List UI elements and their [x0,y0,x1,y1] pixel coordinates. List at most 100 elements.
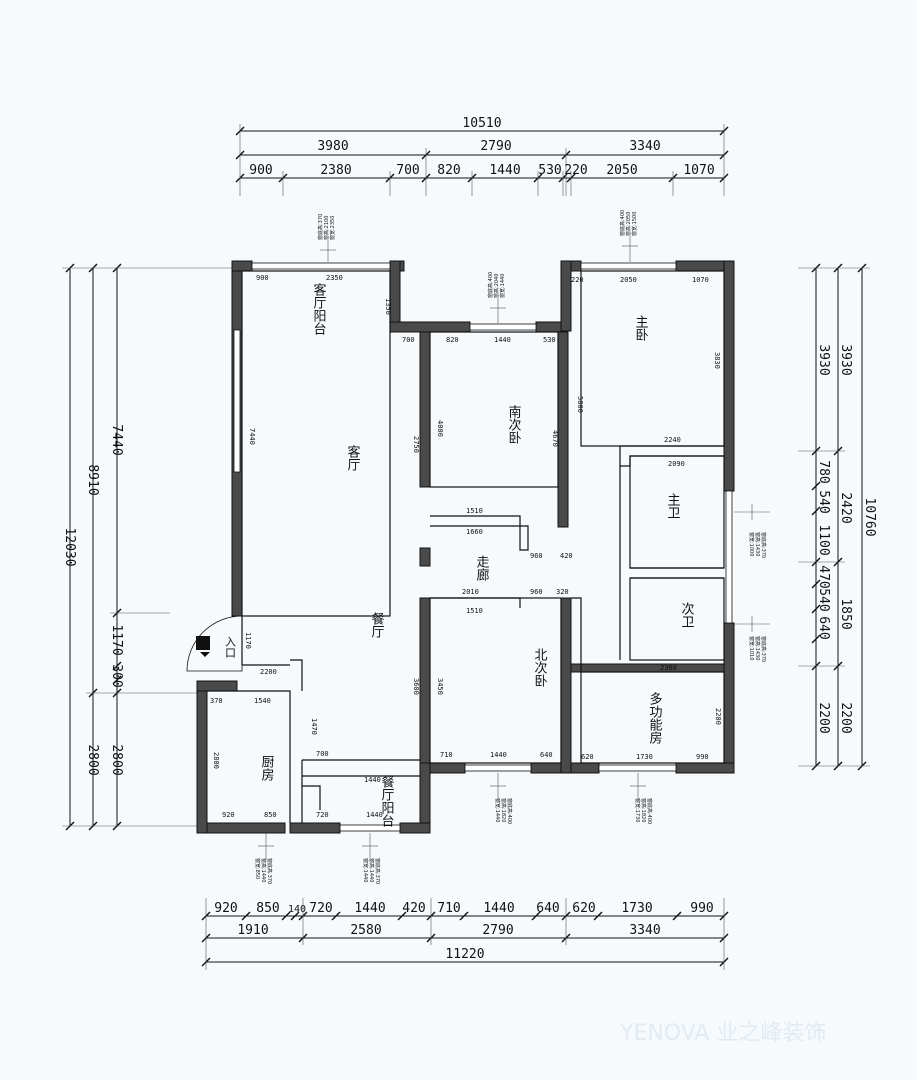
label-second-bath: 次卫 [679,601,695,628]
dim-cor-960b: 960 [530,588,543,596]
dim-nb-1440: 1440 [490,751,507,759]
dim-d-3600: 3600 [412,678,420,695]
svg-text:窗高:1820: 窗高:1820 [640,798,647,822]
dim-cor-1510: 1510 [466,507,483,515]
note-top-left: 窗底高:370 窗高:2100 窗宽:2350 [317,214,336,240]
window-multi-room [598,764,677,772]
dim-sb-4000: 4000 [436,420,444,437]
note-leaders [258,236,770,860]
label-entrance: 入口 [224,636,237,658]
dim-mb-5800: 5800 [576,396,584,413]
label-multi-room: 多功能房 [647,691,663,744]
svg-text:窗底高:370: 窗底高:370 [317,214,324,240]
note-right-upper: 窗底高:370 窗高:1430 窗宽:1000 [748,532,767,558]
svg-text:窗高:2050: 窗高:2050 [625,212,632,236]
label-north-bedroom: 北次卧 [532,648,548,687]
svg-text:窗宽:1440: 窗宽:1440 [494,798,501,822]
dim-mb-1070: 1070 [692,276,709,284]
dim-k-370: 370 [210,697,223,705]
svg-text:窗宽:1730: 窗宽:1730 [634,798,641,822]
bottom-dim-r1-0: 920 [214,901,237,916]
bottom-dim-r1-4: 1440 [354,901,385,916]
svg-text:窗高:1430: 窗高:1430 [754,532,761,556]
dim-mb-2050: 2050 [620,276,637,284]
top-dim-r1-5: 530 [538,163,561,178]
svg-text:窗宽:1010: 窗宽:1010 [748,636,755,660]
bottom-overall-dim: 11220 [445,947,484,962]
label-master-bedroom: 主卧 [633,315,649,341]
bottom-dim-r1-3: 720 [309,901,332,916]
dim-cor-2010: 2010 [462,588,479,596]
inner-dims: 900 2350 1350 7440 2750 700 820 1440 530… [210,274,722,819]
dim-k-920: 920 [222,811,235,819]
note-top-mid: 窗底高:400 窗高:2040 窗宽:1440 [487,272,506,298]
svg-text:窗底高:370: 窗底高:370 [760,636,767,662]
window-south-bedroom [469,323,537,331]
svg-text:窗高:1440: 窗高:1440 [368,858,375,882]
label-living: 客厅 [345,444,361,471]
dim-ent-1170: 1170 [244,632,252,649]
dim-sb-1440: 1440 [494,336,511,344]
right-dimensions: 3930 780 540 1100 470 540 640 2200 3930 … [798,263,877,771]
svg-text:窗底高:370: 窗底高:370 [374,858,381,884]
bottom-dim-r2-2: 2790 [482,923,513,938]
dim-lb-1350: 1350 [384,298,392,315]
label-master-bath: 主卫 [665,493,681,519]
top-dim-r2-0: 3980 [317,139,348,154]
label-dining: 餐厅 [369,611,385,638]
right-dim-mid-2: 1850 [838,598,853,629]
dim-ent-2200: 2200 [260,668,277,676]
right-dim-inner-2: 540 [816,490,831,513]
window-bath [725,490,733,624]
label-corridor: 走廊 [474,555,490,581]
svg-text:窗底高:400: 窗底高:400 [646,798,653,824]
right-dim-mid-3: 2200 [838,702,853,733]
bottom-dim-r1-9: 620 [572,901,595,916]
dim-cor-1660: 1660 [466,528,483,536]
dim-db-1440: 1440 [364,776,381,784]
right-dim-mid-0: 3930 [838,344,853,375]
dim-k-850: 850 [264,811,277,819]
dim-mr-1730: 1730 [636,753,653,761]
bottom-dim-r1-1: 850 [256,901,279,916]
dim-k-1540: 1540 [254,697,271,705]
dim-cor-320: 320 [556,588,569,596]
entrance-door [186,615,243,672]
left-dim-outer: 12030 [62,527,77,566]
right-dim-outer: 10760 [862,497,877,536]
bottom-dim-r2-3: 3340 [629,923,660,938]
dim-lb-900: 900 [256,274,269,282]
right-dim-inner-7: 2200 [816,702,831,733]
top-dim-r2-1: 2790 [480,139,511,154]
left-dim-inner-0: 7440 [109,424,124,455]
note-bottom-3: 窗底高:400 窗高:1820 窗宽:1440 [494,798,513,824]
bottom-dim-r1-6: 710 [437,901,460,916]
svg-text:窗高:1820: 窗高:1820 [500,798,507,822]
right-dim-inner-1: 780 [816,460,831,483]
window-living-balcony [251,262,391,270]
walls [196,260,735,834]
interior-lines [207,270,725,823]
window-living-side [233,329,241,473]
top-dim-r1-1: 2380 [320,163,351,178]
svg-text:窗底高:400: 窗底高:400 [619,210,626,236]
window-north-bedroom [464,764,532,772]
right-dim-mid-1: 2420 [838,492,853,523]
dim-k-2800: 2800 [212,752,220,769]
bottom-dim-r1-11: 990 [690,901,713,916]
label-living-balcony: 客厅阳台 [311,282,327,335]
dim-nb-3450: 3450 [436,678,444,695]
top-dim-r1-3: 820 [437,163,460,178]
top-dim-r2-2: 3340 [629,139,660,154]
svg-text:窗底高:370: 窗底高:370 [760,532,767,558]
note-bottom-4: 窗底高:400 窗高:1820 窗宽:1730 [634,798,653,824]
left-dim-inner-2: 300 [109,664,124,687]
dim-mb-220: 220 [571,276,584,284]
dim-lb-2350: 2350 [326,274,343,282]
watermark-logo: YENOVA 业之峰装饰 [619,1021,826,1046]
svg-text:窗底高:370: 窗底高:370 [266,858,273,884]
bottom-dim-r2-1: 2580 [350,923,381,938]
windows [233,262,733,832]
right-dim-inner-4: 470 [816,565,831,588]
